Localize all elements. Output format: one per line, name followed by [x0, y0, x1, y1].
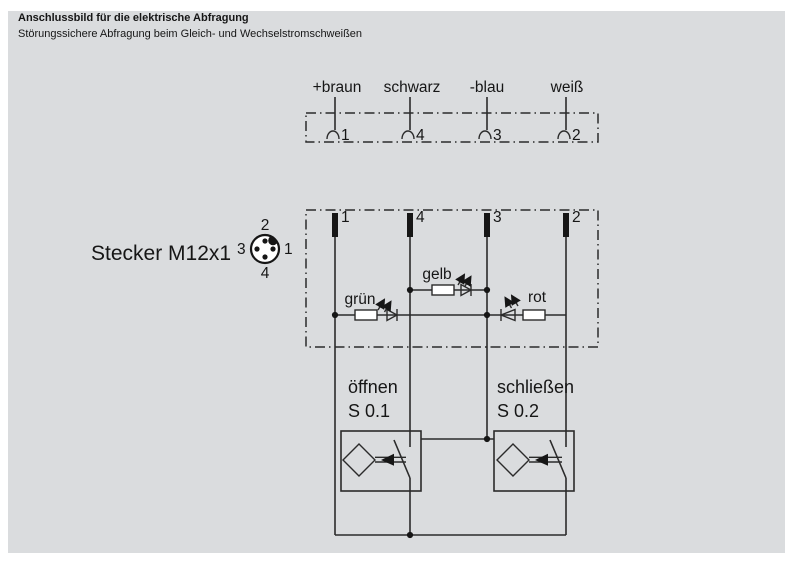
diode-rot: [499, 308, 516, 322]
wire-label-schwarz: schwarz: [383, 79, 441, 96]
diode-gruen: [386, 308, 399, 322]
led-circuit-gruen: [335, 298, 487, 322]
led-circuit-gelb: [410, 273, 487, 297]
module-pin-bar-4: [407, 213, 413, 237]
page-subtitle: Störungssichere Abfragung beim Gleich- u…: [18, 28, 363, 40]
socket-pin-number-3: 3: [493, 127, 502, 144]
led-label-gelb: gelb: [422, 266, 452, 283]
led-label-rot: rot: [527, 289, 547, 306]
switch-blade-s01: [393, 439, 411, 479]
led-circuit-rot: [487, 294, 566, 322]
plug-terminal-box: [305, 112, 599, 143]
page-title: Anschlussbild für die elektrische Abfrag…: [18, 12, 249, 24]
switch-module-box: [305, 209, 599, 348]
actuator-arrow-s01: [381, 453, 394, 466]
resistor-gelb: [431, 284, 455, 296]
wire-label-braun: +braun: [312, 79, 362, 96]
plug-contacts: [326, 97, 571, 140]
m12-pin-number-4: 4: [260, 265, 270, 282]
conductors: [334, 237, 567, 536]
wire-label-blau: -blau: [469, 79, 505, 96]
resistor-rot: [522, 309, 546, 321]
junction-dots: [331, 286, 491, 539]
m12-pin-dot-4: [262, 254, 268, 260]
socket-pin-number-1: 1: [341, 127, 350, 144]
module-pin-bar-1: [332, 213, 338, 237]
switch-id-s01: S 0.1: [348, 401, 391, 421]
switch-s01-box: [340, 430, 422, 492]
module-pin-number-1: 1: [341, 209, 350, 226]
switch-s01: [340, 430, 422, 492]
socket-contact-arc-3: [478, 130, 492, 140]
socket-pin-number-4: 4: [416, 127, 425, 144]
switch-s02-box: [493, 430, 575, 492]
m12-pin-number-2: 2: [260, 217, 270, 234]
led-arrows-gruen: [375, 298, 392, 313]
m12-pin-number-1: 1: [284, 241, 293, 258]
switch-id-s02: S 0.2: [497, 401, 540, 421]
module-pin-bar-2: [563, 213, 569, 237]
m12-pin-dot-2: [262, 238, 268, 244]
switch-label-oeffnen: öffnen: [348, 377, 398, 397]
wire-label-weiss: weiß: [550, 79, 584, 96]
m12-connector-face: [249, 233, 281, 265]
module-pin-number-4: 4: [416, 209, 425, 226]
socket-pin-number-2: 2: [572, 127, 581, 144]
led-arrows-rot: [504, 294, 521, 309]
module-pin-bar-3: [484, 213, 490, 237]
resistor-gruen: [354, 309, 378, 321]
switch-s02: [493, 430, 575, 492]
module-pin-number-2: 2: [572, 209, 581, 226]
diode-gelb: [460, 283, 473, 297]
module-pin-number-3: 3: [493, 209, 502, 226]
module-pins: [332, 213, 569, 237]
proximity-diamond-s01: [342, 443, 376, 477]
m12-pin-number-3: 3: [237, 241, 246, 258]
socket-contact-arc-1: [326, 130, 340, 140]
socket-contact-arc-2: [557, 130, 571, 140]
actuator-arrow-s02: [535, 453, 548, 466]
switch-label-schliessen: schließen: [497, 377, 575, 397]
led-arrows-gelb: [455, 273, 472, 288]
proximity-diamond-s02: [496, 443, 530, 477]
led-label-gruen: grün: [344, 291, 376, 308]
socket-contact-arc-4: [401, 130, 415, 140]
switch-blade-s02: [549, 439, 567, 479]
connector-label: Stecker M12x1: [91, 242, 232, 265]
m12-pin-dot-3: [254, 246, 260, 252]
m12-pin-dot-1: [270, 246, 276, 252]
